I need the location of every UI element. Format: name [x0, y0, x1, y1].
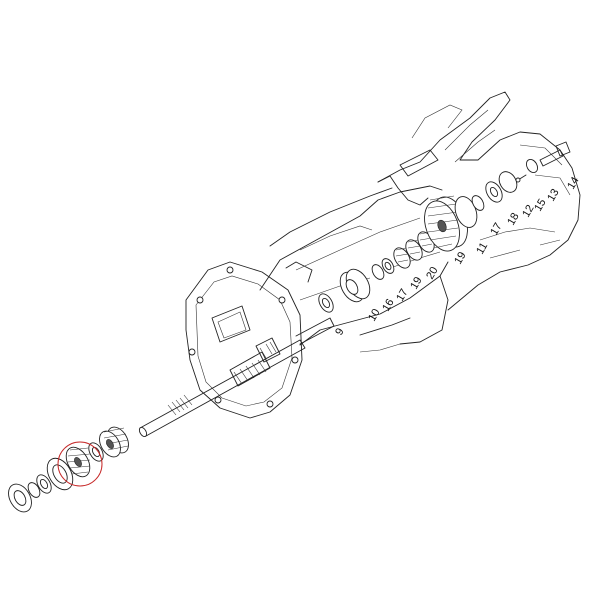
callout-12: 12 — [520, 203, 537, 220]
callout-16: 16 — [380, 297, 397, 314]
callout-13: 13 — [545, 187, 562, 204]
callout-11: 11 — [474, 241, 490, 257]
transmission-housing — [377, 91, 581, 311]
callout-15: 15 — [532, 197, 549, 214]
main-shaft — [138, 317, 335, 438]
callout-17: 17 — [394, 287, 411, 304]
callout-19b: 19 — [452, 250, 469, 267]
callout-9: 9 — [333, 326, 346, 337]
front-gear-stack — [8, 426, 129, 513]
callout-19: 19 — [408, 275, 425, 292]
highlight-ring — [57, 441, 103, 487]
countershaft-parts — [318, 141, 571, 313]
callout-14: 14 — [565, 175, 582, 192]
callout-17b: 17 — [488, 221, 505, 238]
callout-labels: 9 10 16 17 19 20 19 11 17 18 15 12 13 14 — [333, 175, 582, 338]
callout-10: 10 — [366, 307, 383, 324]
front-flange-plate — [185, 261, 303, 419]
gear-case-body — [259, 185, 449, 353]
callout-20: 20 — [424, 265, 441, 282]
callout-18: 18 — [505, 211, 522, 228]
